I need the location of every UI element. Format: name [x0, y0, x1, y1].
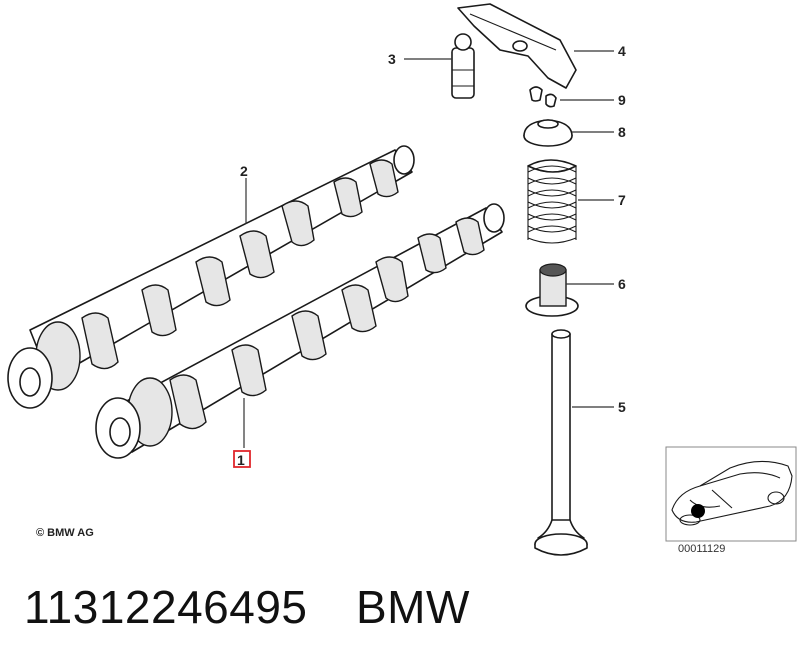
rocker-arm[interactable]	[457, 3, 577, 89]
callout-3[interactable]: 3	[388, 51, 396, 67]
callout-1[interactable]: 1	[237, 452, 245, 468]
thumbnail-ref-code: 00011129	[678, 543, 725, 555]
copyright-text: © BMW AG	[36, 527, 94, 539]
callout-7[interactable]: 7	[618, 192, 626, 208]
valve-stem-seal[interactable]	[525, 263, 579, 317]
brand-name: BMW	[356, 581, 470, 633]
highlight-box	[233, 450, 251, 468]
valve-keepers[interactable]	[529, 86, 557, 108]
callout-6[interactable]: 6	[618, 276, 626, 292]
callout-5[interactable]: 5	[618, 399, 626, 415]
part-number: 11312246495	[24, 581, 308, 633]
location-marker	[691, 504, 705, 518]
callout-9[interactable]: 9	[618, 92, 626, 108]
spring-retainer[interactable]	[523, 119, 573, 147]
hydraulic-lifter[interactable]	[451, 33, 475, 99]
vehicle-thumbnail[interactable]	[665, 446, 797, 542]
valve[interactable]	[534, 329, 588, 556]
camshaft-lower[interactable]	[95, 203, 505, 459]
callout-2[interactable]: 2	[240, 163, 248, 179]
callout-4[interactable]: 4	[618, 43, 626, 59]
callout-8[interactable]: 8	[618, 124, 626, 140]
valve-spring[interactable]	[527, 159, 577, 244]
camshaft-upper[interactable]	[7, 145, 415, 409]
leader-lines	[243, 50, 614, 448]
